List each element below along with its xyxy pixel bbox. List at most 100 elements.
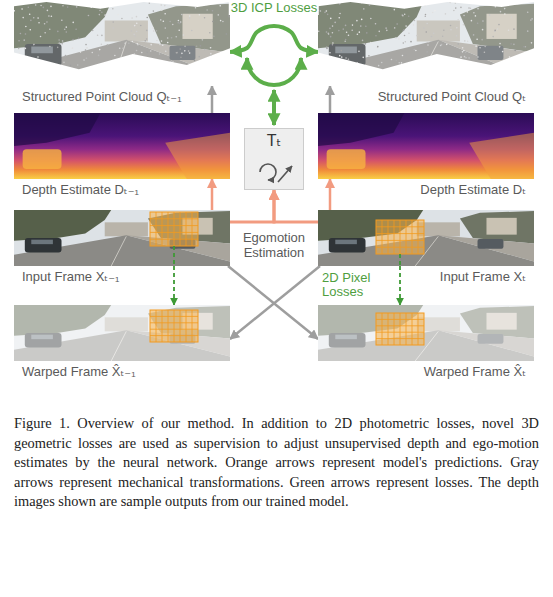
point bbox=[494, 5, 496, 7]
point bbox=[122, 48, 124, 50]
point bbox=[171, 60, 173, 62]
point bbox=[326, 10, 328, 12]
depth-car bbox=[23, 149, 62, 169]
point bbox=[226, 68, 228, 70]
point bbox=[431, 36, 433, 38]
prediction-arrow bbox=[230, 190, 274, 222]
point bbox=[339, 55, 341, 57]
point bbox=[332, 32, 334, 34]
point bbox=[369, 5, 371, 7]
grid-line bbox=[168, 310, 169, 342]
point bbox=[402, 30, 404, 32]
point bbox=[180, 21, 182, 23]
point bbox=[377, 47, 379, 49]
point bbox=[104, 14, 106, 16]
translation-icon bbox=[278, 166, 292, 182]
image-panel: Input Frame Xₜ₋₁ bbox=[14, 210, 230, 266]
point bbox=[460, 7, 462, 9]
point bbox=[468, 57, 470, 59]
grid-line bbox=[174, 212, 175, 246]
point bbox=[28, 7, 30, 9]
cloud-ground bbox=[318, 2, 534, 86]
depth-map bbox=[318, 113, 534, 179]
point bbox=[398, 62, 400, 64]
grid-line bbox=[376, 338, 424, 339]
sky bbox=[318, 305, 534, 361]
point bbox=[350, 67, 352, 69]
point bbox=[495, 6, 497, 8]
car bbox=[329, 44, 366, 66]
point bbox=[482, 20, 484, 22]
point bbox=[176, 52, 178, 54]
point bbox=[405, 54, 407, 56]
rotation-icon bbox=[260, 164, 276, 180]
point bbox=[370, 18, 372, 20]
loss-arrow bbox=[272, 90, 276, 125]
point bbox=[499, 46, 501, 48]
depth-trees bbox=[318, 113, 404, 146]
point bbox=[210, 53, 212, 55]
point bbox=[170, 62, 172, 64]
building bbox=[417, 20, 460, 41]
point bbox=[394, 27, 396, 29]
point bbox=[524, 62, 526, 64]
point bbox=[212, 10, 214, 12]
depth-map bbox=[14, 113, 230, 179]
point bbox=[202, 63, 204, 65]
point bbox=[367, 57, 369, 59]
transform-arrow bbox=[230, 266, 320, 339]
point bbox=[188, 50, 190, 52]
point bbox=[22, 17, 24, 19]
point bbox=[62, 40, 64, 42]
grid-line bbox=[186, 310, 187, 342]
grid-line bbox=[192, 212, 193, 246]
point bbox=[484, 51, 486, 53]
point bbox=[492, 2, 494, 3]
point bbox=[513, 44, 515, 46]
point bbox=[106, 3, 108, 5]
point bbox=[164, 13, 166, 15]
point bbox=[381, 62, 383, 64]
point bbox=[99, 10, 101, 12]
point bbox=[88, 15, 90, 17]
point bbox=[134, 53, 136, 55]
point bbox=[428, 41, 430, 43]
sky bbox=[318, 210, 534, 266]
panel-caption: Warped Frame X̂ₜ bbox=[424, 364, 526, 379]
point bbox=[414, 20, 416, 22]
point bbox=[385, 27, 387, 29]
point bbox=[48, 15, 50, 17]
prediction-arrow bbox=[274, 190, 318, 222]
point bbox=[500, 11, 502, 13]
point bbox=[184, 46, 186, 48]
point bbox=[134, 25, 136, 27]
point bbox=[402, 55, 404, 57]
point bbox=[482, 29, 484, 31]
point bbox=[19, 52, 21, 54]
image-panel: Input Frame Xₜ bbox=[318, 210, 534, 266]
point bbox=[99, 49, 101, 51]
point bbox=[456, 35, 458, 37]
point bbox=[365, 25, 367, 27]
point bbox=[352, 24, 354, 26]
point bbox=[128, 42, 130, 44]
point bbox=[345, 25, 347, 27]
point bbox=[423, 27, 425, 29]
point bbox=[178, 20, 180, 22]
point bbox=[341, 56, 343, 58]
point bbox=[117, 14, 119, 16]
point bbox=[467, 41, 469, 43]
point bbox=[103, 5, 105, 7]
point bbox=[214, 68, 216, 70]
grid-line bbox=[376, 233, 424, 234]
road-line bbox=[111, 41, 126, 86]
point bbox=[134, 35, 136, 37]
point bbox=[361, 2, 363, 3]
grid-line bbox=[412, 220, 413, 254]
point bbox=[433, 61, 435, 63]
point bbox=[14, 10, 15, 12]
sky bbox=[14, 305, 230, 361]
grid-line bbox=[150, 218, 198, 219]
point bbox=[438, 2, 440, 3]
point bbox=[481, 39, 483, 41]
